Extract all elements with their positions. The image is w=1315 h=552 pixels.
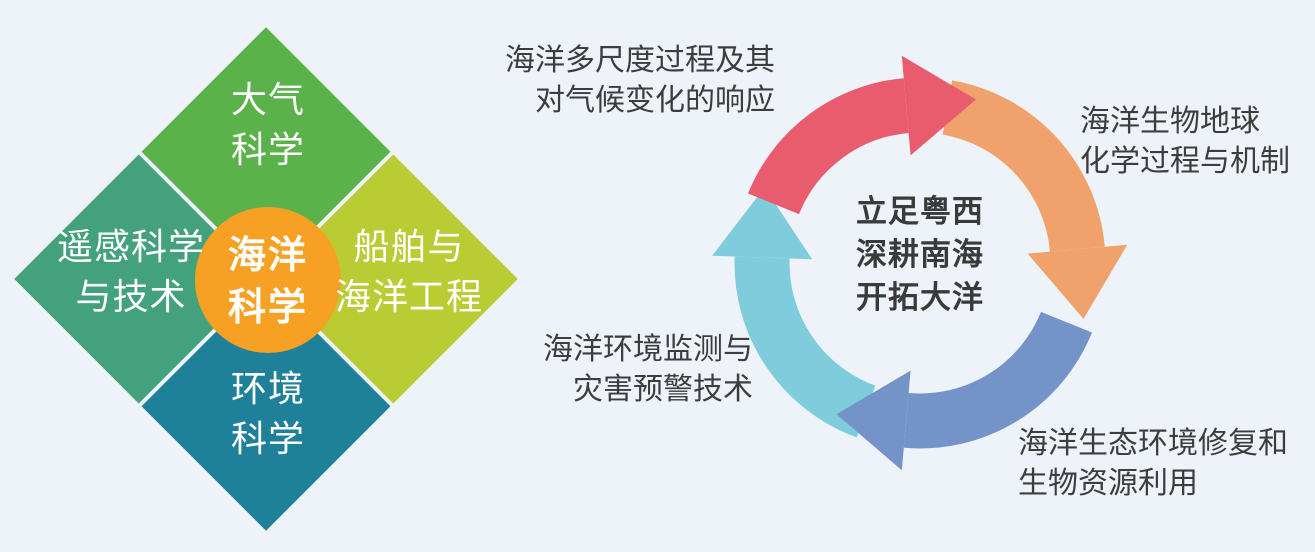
quadrant-bottom-environmental — [141, 281, 391, 531]
label-line: 海洋环境监测与 — [543, 332, 753, 367]
quadrant-label-line: 海洋工程 — [334, 277, 483, 318]
cycle-arrow-cyan-arc — [734, 256, 877, 438]
cycle-arrow-blue-head — [836, 370, 911, 471]
cycle-arrow-red — [748, 55, 976, 215]
label-ecology-restoration: 海洋生态环境修复和 生物资源利用 — [1018, 424, 1313, 504]
label-biogeochemistry: 海洋生物地球 化学过程与机制 — [1080, 102, 1310, 182]
quadrant-label-line: 遥感科学 — [56, 227, 205, 268]
cycle-center-motto: 立足粤西 深耕南海 开拓大洋 — [810, 191, 1030, 320]
cycle-arrow-cyan-head — [712, 187, 813, 260]
cycle-arrow-cyan — [712, 187, 877, 438]
quadrant-label-line: 科学 — [230, 419, 305, 460]
cycle-arrow-red-head — [901, 55, 976, 156]
cycle-arrow-blue — [836, 311, 1092, 471]
label-line: 海洋多尺度过程及其 — [505, 43, 775, 78]
discipline-diamond — [14, 27, 518, 531]
label-line: 海洋生态环境修复和 — [1018, 426, 1288, 461]
marine-science-circle — [195, 207, 341, 353]
marine-science-circle-label: 海洋 科学 — [168, 229, 368, 333]
cycle-arrow-blue-arc — [903, 311, 1092, 449]
circle-label-line: 海洋 — [227, 233, 308, 277]
quadrant-right-naval-engineering — [268, 154, 518, 404]
quadrant-label-naval-ocean-engineering: 船舶与 海洋工程 — [309, 223, 509, 323]
label-line: 海洋生物地球 — [1080, 104, 1260, 139]
quadrant-label-line: 大气 — [230, 80, 305, 121]
motto-line: 开拓大洋 — [856, 280, 984, 316]
motto-line: 深耕南海 — [856, 237, 984, 273]
quadrant-left-remote-sensing — [14, 154, 264, 404]
quadrant-label-remote-sensing-technology: 遥感科学 与技术 — [31, 223, 231, 323]
quadrant-label-atmospheric-science: 大气 科学 — [168, 76, 368, 176]
label-line: 生物资源利用 — [1018, 466, 1198, 501]
label-line: 对气候变化的响应 — [535, 83, 775, 118]
label-multiscale-processes: 海洋多尺度过程及其 对气候变化的响应 — [455, 41, 775, 121]
circle-label-line: 科学 — [227, 285, 308, 329]
label-line: 化学过程与机制 — [1080, 144, 1290, 179]
diamond-quadrants — [14, 27, 518, 531]
quadrant-label-line: 与技术 — [75, 277, 187, 318]
quadrant-top-atmospheric — [141, 27, 391, 277]
cycle-arrow-orange-arc — [941, 80, 1105, 253]
cycle-arrow-orange-head — [1027, 244, 1128, 319]
motto-line: 立足粤西 — [856, 194, 984, 230]
quadrant-label-line: 船舶与 — [353, 227, 465, 268]
quadrant-label-line: 环境 — [230, 369, 305, 410]
quadrant-label-environmental-science: 环境 科学 — [168, 365, 368, 465]
quadrant-label-line: 科学 — [230, 130, 305, 171]
research-cycle-diagram — [712, 55, 1128, 471]
cycle-arrow-red-arc — [748, 78, 910, 215]
label-line: 灾害预警技术 — [573, 372, 753, 407]
cycle-arrow-orange — [941, 80, 1128, 319]
label-monitoring-warning: 海洋环境监测与 灾害预警技术 — [455, 330, 753, 410]
